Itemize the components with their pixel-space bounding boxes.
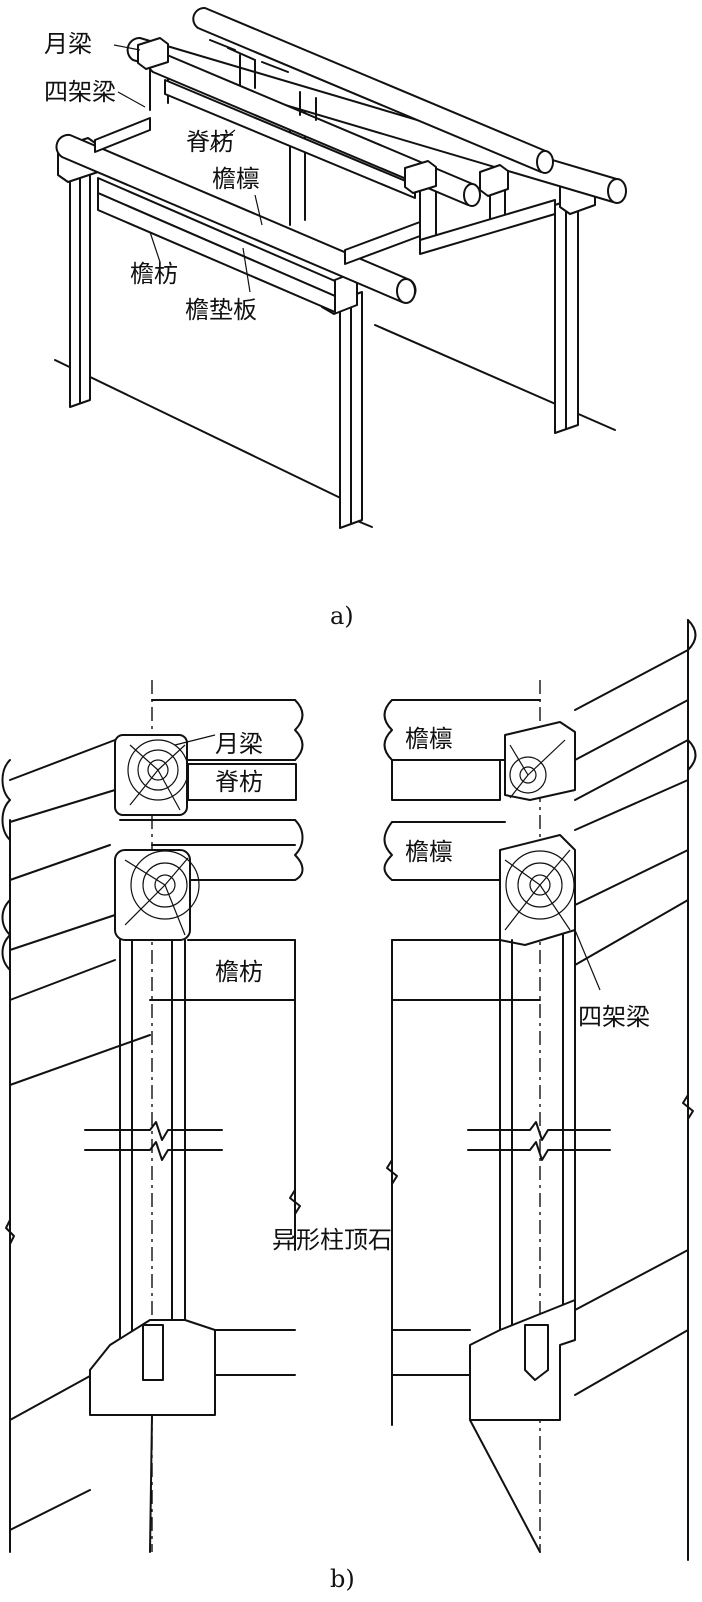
label-a-sijialiang: 四架梁: [44, 78, 116, 106]
label-b-sijialiang: 四架梁: [578, 1003, 650, 1031]
label-b-yanlin-lower: 檐檩: [405, 838, 453, 866]
label-a-yanlin: 檐檩: [212, 165, 260, 193]
caption-b: b): [330, 1565, 355, 1593]
label-a-yanfang: 檐枋: [130, 260, 178, 288]
figure-b-right-view: [383, 619, 697, 1561]
label-b-yanfang: 檐枋: [215, 958, 263, 986]
label-b-yanlin-upper: 檐檩: [405, 725, 453, 753]
label-a-yueliang: 月梁: [44, 30, 92, 58]
label-a-yandianban: 檐垫板: [185, 296, 257, 324]
figure-a-drawing: [54, 6, 627, 529]
caption-a: a): [330, 602, 354, 630]
figure-b-left-view: [1, 680, 304, 1553]
label-b-yueliang: 月梁: [215, 730, 263, 758]
label-b-jifang: 脊枋: [215, 768, 263, 796]
label-a-jifang: 脊枋: [186, 128, 234, 156]
label-b-plinth: 异形柱顶石: [272, 1226, 392, 1254]
